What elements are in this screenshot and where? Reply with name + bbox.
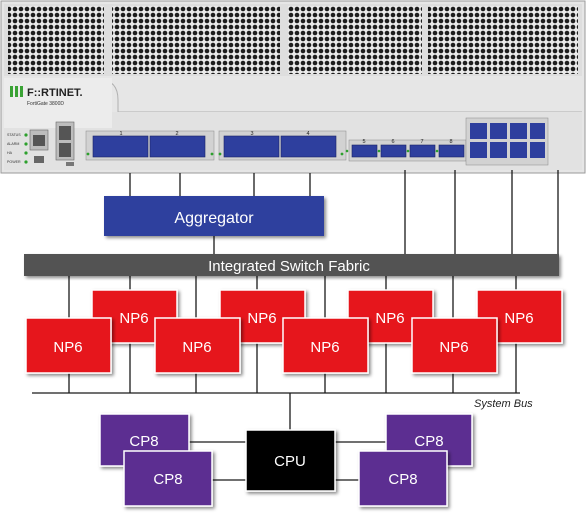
port-number: 7: [420, 139, 423, 145]
port-numbers: 1 2 3 4 5 6 7 8: [119, 131, 452, 145]
aggregator-block: Aggregator: [104, 196, 324, 236]
port-number: 8: [449, 139, 452, 145]
cpu-block: CPU: [245, 429, 336, 492]
status-led-label: HA: [7, 151, 13, 155]
np6-block: NP6: [154, 317, 241, 374]
port-number: 1: [119, 131, 122, 137]
ventilation-grille: [8, 6, 578, 74]
np6-label: NP6: [53, 339, 82, 356]
np6-block: NP6: [282, 317, 369, 374]
brand-logo-text: F::RTINET.: [27, 87, 83, 99]
cp8-label: CP8: [388, 471, 417, 488]
system-bus-label: System Bus: [474, 398, 533, 410]
np6-block: NP6: [476, 289, 563, 344]
cp8-processors: CP8 CP8 CP8 CP8: [99, 413, 473, 507]
port-number: 5: [362, 139, 365, 145]
np6-label: NP6: [504, 310, 533, 327]
status-led-label: STATUS: [7, 133, 21, 137]
cpu-label: CPU: [274, 453, 306, 470]
fortinet-logo: F::RTINET. FortiGate 3800D: [10, 86, 83, 107]
port-number: 4: [306, 131, 309, 137]
np6-label: NP6: [247, 310, 276, 327]
management-ports: [29, 121, 75, 166]
np6-label: NP6: [119, 310, 148, 327]
status-leds: STATUS ALARM HA POWER: [7, 133, 28, 164]
np6-label: NP6: [439, 339, 468, 356]
sfp-port-group: [345, 139, 467, 162]
np6-label: NP6: [182, 339, 211, 356]
cp8-label: CP8: [153, 471, 182, 488]
np6-block: NP6: [411, 317, 498, 374]
cp8-label: CP8: [414, 433, 443, 450]
switch-fabric-label: Integrated Switch Fabric: [208, 258, 370, 275]
aggregator-label: Aggregator: [174, 210, 254, 227]
10g-port-group: [465, 117, 549, 166]
qsfp-port-group: [85, 130, 347, 161]
np6-label: NP6: [375, 310, 404, 327]
port-number: 2: [175, 131, 178, 137]
np6-label: NP6: [310, 339, 339, 356]
np6-processors: NP6 NP6 NP6 NP6 NP6 NP6 NP6 NP6: [25, 289, 563, 374]
model-label: FortiGate 3800D: [27, 101, 64, 107]
cp8-block: CP8: [123, 450, 213, 507]
np6-block: NP6: [25, 317, 112, 374]
status-led-label: ALARM: [7, 142, 19, 146]
cp8-label: CP8: [129, 433, 158, 450]
cp8-block: CP8: [358, 450, 448, 507]
switch-fabric-bar: Integrated Switch Fabric: [24, 254, 559, 276]
port-number: 6: [391, 139, 394, 145]
status-led-label: POWER: [7, 160, 21, 164]
port-number: 3: [250, 131, 253, 137]
